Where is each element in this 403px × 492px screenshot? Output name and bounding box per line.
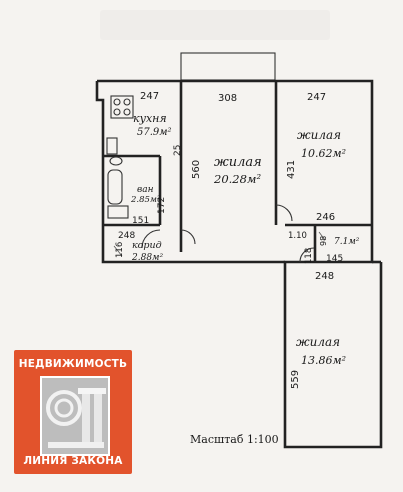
dim-label: 431 bbox=[286, 160, 297, 179]
bathroom-name: ван bbox=[137, 185, 154, 195]
living-main-name: жилая bbox=[214, 155, 262, 170]
hatch-mark bbox=[113, 245, 123, 257]
living-right-name: жилая bbox=[297, 128, 341, 142]
dim-label: 172 bbox=[157, 197, 167, 214]
dim-label: 247 bbox=[307, 92, 326, 103]
dim-label: 308 bbox=[218, 93, 237, 104]
dim-label: 151 bbox=[132, 216, 149, 226]
door-arc bbox=[299, 247, 315, 263]
agency-logo: НЕДВИЖИМОСТЬ ЛИНИЯ ЗАКОНА bbox=[14, 350, 132, 474]
dim-label: 560 bbox=[191, 160, 202, 179]
dim-label: 247 bbox=[140, 91, 159, 102]
dim-label: 559 bbox=[290, 370, 301, 389]
bathroom-area: 2.85м² bbox=[130, 195, 161, 205]
dim-label: 145 bbox=[326, 254, 343, 264]
burner bbox=[113, 98, 121, 106]
toilet-area: 7.1м² bbox=[334, 237, 360, 247]
dim-label: 248 bbox=[118, 231, 135, 241]
kitchen-name: кухня bbox=[133, 112, 167, 125]
toilet-bowl bbox=[109, 156, 123, 166]
door-arc bbox=[180, 229, 196, 245]
burner bbox=[123, 108, 131, 116]
dim-label: 98 bbox=[319, 236, 328, 246]
watermark bbox=[100, 10, 330, 40]
burner bbox=[123, 98, 131, 106]
logo-bottom-text: ЛИНИЯ ЗАКОНА bbox=[23, 455, 123, 467]
living-main-area: 20.28м² bbox=[213, 172, 261, 186]
bathtub bbox=[107, 169, 123, 205]
washbasin bbox=[107, 205, 129, 219]
door-arc bbox=[275, 204, 293, 222]
burner bbox=[113, 108, 121, 116]
living-bottom-area: 13.86м² bbox=[301, 354, 346, 367]
living-right-area: 10.62м² bbox=[301, 147, 346, 160]
dim-label: 1.10 bbox=[288, 231, 307, 241]
dim-label: 246 bbox=[316, 212, 335, 223]
door-arc bbox=[141, 229, 161, 249]
kitchen-area: 57.9м² bbox=[137, 127, 172, 138]
scale-label: Масштаб 1:100 bbox=[190, 433, 279, 446]
outer-wall-left bbox=[95, 81, 285, 264]
sink bbox=[106, 137, 118, 155]
logo-top-text: НЕДВИЖИМОСТЬ bbox=[18, 358, 128, 370]
corridor-area: 2.88м² bbox=[131, 253, 164, 263]
dim-label: 118 bbox=[304, 248, 314, 264]
logo-emblem-icon bbox=[40, 376, 110, 456]
hatch-mark bbox=[318, 231, 326, 241]
stove bbox=[110, 95, 134, 119]
living-bottom-name: жилая bbox=[296, 335, 340, 349]
dim-label: 25 bbox=[173, 145, 183, 156]
corridor-name: корид bbox=[132, 240, 162, 251]
balcony bbox=[180, 52, 276, 81]
dim-label: 116 bbox=[115, 242, 125, 258]
dim-label: 248 bbox=[315, 271, 334, 282]
